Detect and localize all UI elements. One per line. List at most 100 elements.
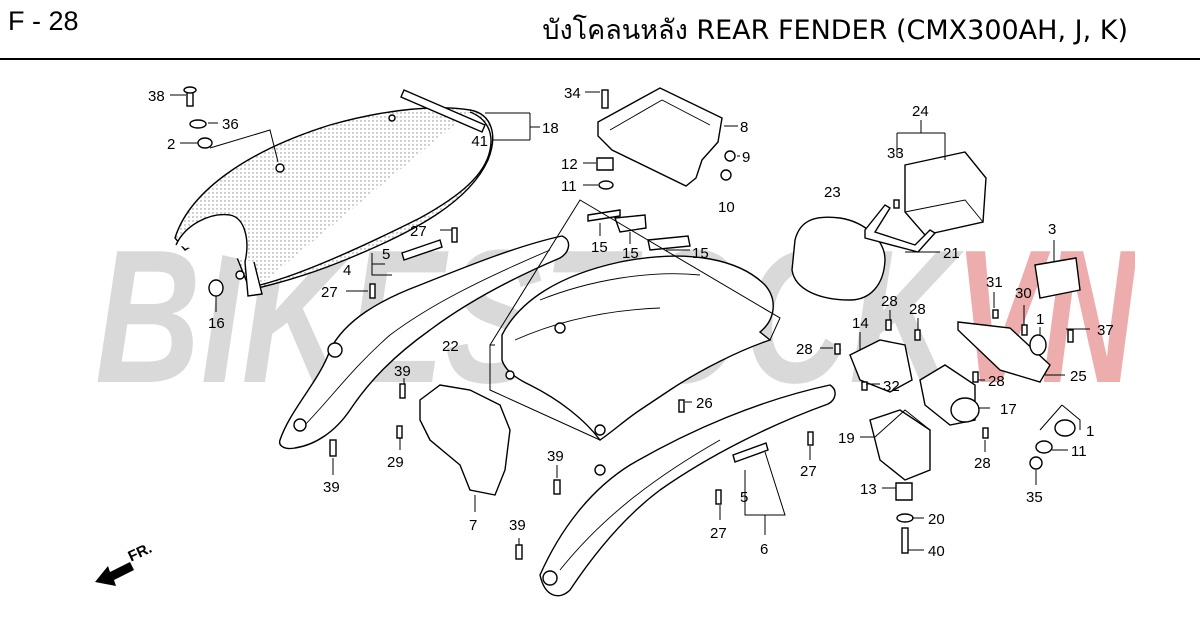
bracket-19: [869, 409, 931, 481]
callout-36: 36: [222, 116, 239, 133]
callout-27-right: 27: [800, 463, 817, 480]
leader-lines: [170, 91, 1090, 551]
direction-label: FR.: [126, 540, 155, 566]
sticker-15a: [587, 209, 621, 222]
callout-18: 18: [542, 120, 559, 137]
callout-39-b: 39: [323, 479, 340, 496]
callout-39-a: 39: [394, 363, 411, 380]
callout-37: 37: [1097, 322, 1114, 339]
header-divider: [0, 58, 1200, 60]
callout-30: 30: [1015, 285, 1032, 302]
sticker-15b: [614, 214, 647, 233]
callout-28-d: 28: [988, 373, 1005, 390]
callout-19: 19: [838, 430, 855, 447]
callout-8: 8: [740, 119, 748, 136]
right-fender-frame: [539, 384, 836, 597]
rear-pad: [791, 216, 886, 301]
callout-20: 20: [928, 511, 945, 528]
page-header: F - 28 บังโคลนหลัง REAR FENDER (CMX300AH…: [0, 0, 1200, 58]
grommet-1-upper: [1029, 334, 1047, 356]
reflector: [1034, 257, 1081, 299]
callout-15-c: 15: [692, 245, 709, 262]
callout-16: 16: [208, 315, 225, 332]
fender-strip: [400, 89, 486, 133]
license-light-case: [904, 151, 987, 236]
callout-3: 3: [1048, 221, 1056, 238]
callout-24: 24: [912, 103, 929, 120]
callout-32: 32: [883, 378, 900, 395]
rear-fender-cover: [174, 107, 494, 297]
washer-20: [896, 513, 914, 523]
callout-27-left: 27: [321, 284, 338, 301]
callout-13: 13: [860, 481, 877, 498]
callout-40: 40: [928, 543, 945, 560]
grommet: [208, 279, 224, 297]
callout-14: 14: [852, 315, 869, 332]
callout-33: 33: [887, 145, 904, 162]
left-fender-frame: [278, 235, 570, 450]
callout-41: 41: [471, 133, 488, 150]
callout-28-c: 28: [796, 341, 813, 358]
callout-7: 7: [469, 517, 477, 534]
bolt-40: [901, 527, 909, 554]
callout-12: 12: [561, 156, 578, 173]
splash-guard: [419, 384, 511, 496]
callout-39-d: 39: [509, 517, 526, 534]
callout-11-upper: 11: [561, 178, 577, 195]
callout-11-lower: 11: [1071, 443, 1087, 460]
small-fasteners: [329, 199, 1074, 560]
mount-bracket-14: [849, 339, 913, 393]
callout-23: 23: [824, 184, 841, 201]
callout-26: 26: [696, 395, 713, 412]
callout-27-upper: 27: [410, 223, 427, 240]
cushion-13: [895, 482, 913, 501]
callout-1-upper: 1: [1036, 311, 1044, 328]
callout-28-a: 28: [881, 293, 898, 310]
rubber-mount-17: [919, 364, 980, 426]
nut-10: [720, 169, 732, 181]
front-direction-indicator: FR.: [95, 540, 155, 586]
callout-28-e: 28: [974, 455, 991, 472]
callout-39-c: 39: [547, 448, 564, 465]
callout-10: 10: [718, 199, 735, 216]
callout-4: 4: [343, 262, 351, 279]
callout-34: 34: [564, 85, 581, 102]
page-code: F - 28: [8, 6, 79, 36]
rubber-cushion: [596, 157, 614, 171]
bolt-34: [601, 89, 609, 109]
nut-9: [724, 150, 736, 162]
callout-15-a: 15: [591, 239, 608, 256]
callout-6: 6: [760, 541, 768, 558]
license-plate-bracket: [957, 321, 1051, 383]
bracket-21: [864, 204, 937, 253]
grommet-1-lower: [1054, 419, 1076, 437]
callout-28-b: 28: [909, 301, 926, 318]
cover-fasteners: [183, 86, 213, 149]
sticker-5b: [732, 442, 769, 463]
rear-bracket-box: [597, 87, 723, 187]
callout-1-lower: 1: [1086, 423, 1094, 440]
callout-15-b: 15: [622, 245, 639, 262]
callout-38: 38: [148, 88, 165, 105]
callout-2: 2: [167, 136, 175, 153]
sticker-15c: [647, 235, 691, 251]
inner-rear-fender: [501, 255, 774, 441]
callout-35: 35: [1026, 489, 1043, 506]
nut-35: [1029, 456, 1043, 470]
callout-5-left: 5: [382, 246, 390, 263]
callout-31: 31: [986, 274, 1003, 291]
callout-labels: 38 36 2 41 18 34 8 12 9 11 10 24 33 23 3…: [148, 85, 1114, 560]
callout-17: 17: [1000, 401, 1017, 418]
page-title: บังโคลนหลัง REAR FENDER (CMX300AH, J, K): [542, 15, 1128, 46]
collar-upper: [598, 180, 614, 190]
arrow-left-down-icon: [95, 562, 134, 586]
callout-25: 25: [1070, 368, 1087, 385]
callout-29: 29: [387, 454, 404, 471]
callout-22: 22: [442, 338, 459, 355]
callout-5-right: 5: [740, 489, 748, 506]
callout-27-lower: 27: [710, 525, 727, 542]
collar-11-lower: [1035, 440, 1053, 454]
callout-21: 21: [943, 245, 960, 262]
callout-9: 9: [742, 149, 750, 166]
